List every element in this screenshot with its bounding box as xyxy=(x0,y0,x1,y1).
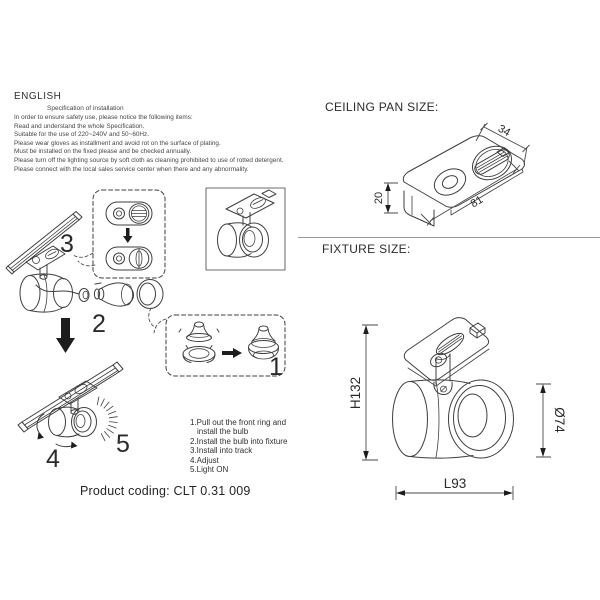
dim-h132-label: H132 xyxy=(348,377,363,409)
ceiling-pan-title: CEILING PAN SIZE: xyxy=(325,100,439,114)
connector-ring xyxy=(78,288,90,302)
step-3-number: 3 xyxy=(60,230,74,258)
dim-h132: H132 xyxy=(348,324,378,461)
adapter-locked xyxy=(105,246,153,271)
ceiling-pan-drawing: 34 20 81 xyxy=(373,122,530,227)
install-steps: 1.Pull out the front ring and install th… xyxy=(190,418,287,474)
dim-81: 81 xyxy=(420,160,521,226)
install-step-line: 4.Adjust xyxy=(190,455,219,465)
dim-d74-label: Ø74 xyxy=(552,407,567,433)
product-coding: Product coding: CLT 0.31 009 xyxy=(80,484,251,498)
dim-81-label: 81 xyxy=(469,194,486,211)
fixture-size-title: FIXTURE SIZE: xyxy=(322,242,411,256)
step-5-number: 5 xyxy=(116,430,130,458)
spotlight-body xyxy=(19,273,80,313)
spec-line: Please wear gloves as installment and av… xyxy=(14,139,221,147)
inset-bulb xyxy=(178,321,220,342)
spec-line: Read and understand the whole Specificat… xyxy=(14,122,145,130)
install-step-line: install the bulb xyxy=(197,427,249,437)
rotate-arrow xyxy=(123,228,133,243)
track-adapter xyxy=(25,245,66,280)
adjust-arrows xyxy=(36,413,78,449)
install-step-line: 2.Install the bulb into fixture xyxy=(190,436,288,446)
ceiling-pan-plate xyxy=(402,135,525,227)
dim-34: 34 xyxy=(475,122,530,165)
dim-20: 20 xyxy=(373,182,398,214)
adapter-unlocked xyxy=(105,201,153,226)
mounted-fixture xyxy=(17,361,124,449)
bulb xyxy=(93,282,134,307)
step-1-number: 1 xyxy=(269,353,283,381)
fixture-head xyxy=(392,379,514,459)
down-arrow xyxy=(56,318,75,353)
dim-l93-label: L93 xyxy=(444,476,467,491)
assembled-fixture-preview xyxy=(205,187,286,271)
install-step-line: 5.Light ON xyxy=(190,465,229,475)
spec-line: In order to ensure safety use, please no… xyxy=(14,114,193,121)
inset-assembled xyxy=(248,325,279,360)
step-2-number: 2 xyxy=(92,310,106,338)
dim-d74: Ø74 xyxy=(536,383,567,458)
step-4-number: 4 xyxy=(46,445,60,473)
dim-l93: L93 xyxy=(395,476,514,500)
install-step-line: 1.Pull out the front ring and xyxy=(190,418,287,427)
fixture-stem xyxy=(433,353,453,396)
inset-arrow xyxy=(222,348,242,358)
light-rays xyxy=(96,396,118,442)
spec-line: Please connect with the local sales serv… xyxy=(14,165,249,173)
spec-line: Suitable for the use of 220~240V and 50~… xyxy=(14,131,150,139)
bulb-install-inset: 1 xyxy=(148,307,286,381)
spec-line: Please turn off the lighting source by s… xyxy=(14,156,284,164)
front-ring xyxy=(136,279,164,309)
section-divider xyxy=(298,237,600,238)
spec-subheading: Specification of installation xyxy=(47,105,124,112)
lock-callout xyxy=(72,189,166,279)
install-step-line: 3.Install into track xyxy=(190,446,253,456)
dim-34-label: 34 xyxy=(496,123,513,139)
english-section: ENGLISH Specification of installation In… xyxy=(14,91,284,174)
minus-mark xyxy=(94,282,102,285)
inset-ring xyxy=(182,345,216,363)
assembly-diagram: 1 xyxy=(5,187,286,473)
fixture-size-drawing: H132 Ø74 L93 xyxy=(348,317,567,500)
track-rail xyxy=(5,211,83,275)
spec-line: Must be installed on the fixed please an… xyxy=(14,148,192,156)
dim-20-label: 20 xyxy=(373,192,385,204)
fixture-adapter-plate xyxy=(403,317,490,387)
english-heading: ENGLISH xyxy=(14,91,62,102)
